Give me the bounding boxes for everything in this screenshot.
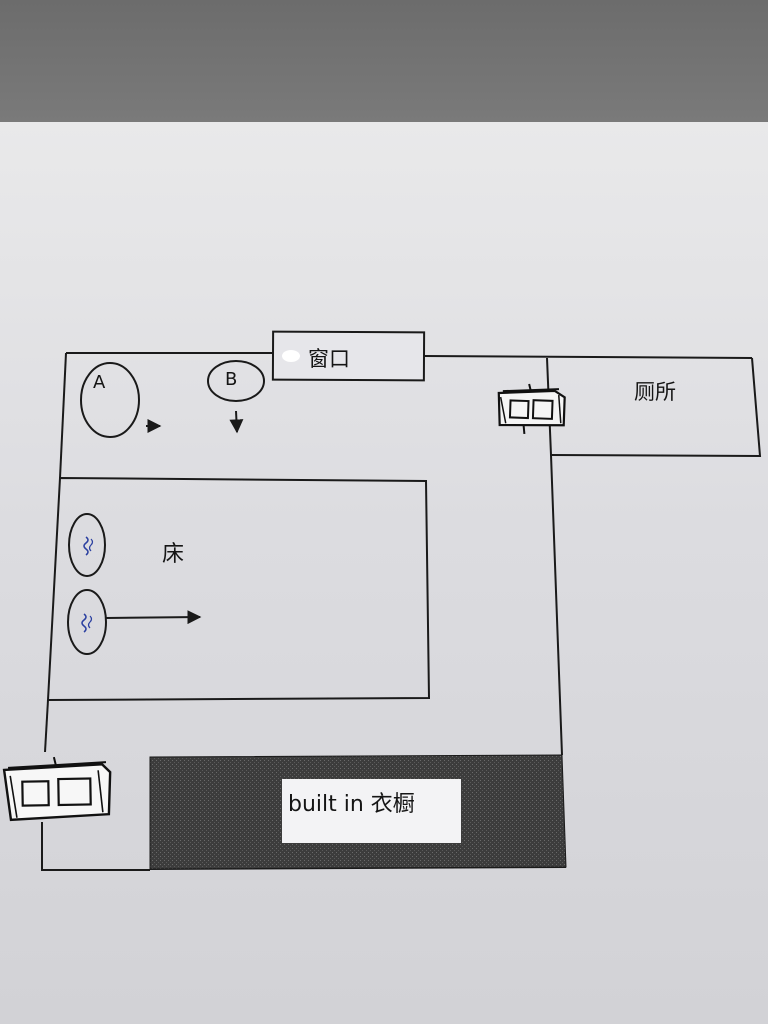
built-in-closet — [149, 754, 567, 870]
arrow-bed — [105, 610, 202, 625]
wall-left-bottom — [41, 822, 150, 871]
arrow-b — [229, 410, 244, 434]
closet-label: built in 衣橱 — [288, 792, 415, 817]
wall-left-upper — [59, 352, 67, 479]
wall-left-lower — [44, 699, 49, 753]
window-box — [271, 330, 426, 382]
toilet-label: 厕所 — [634, 380, 676, 404]
wall-top-right — [423, 355, 753, 359]
paper-sheet — [0, 122, 768, 1024]
pillow-top — [68, 513, 106, 577]
door-icon — [2, 756, 112, 822]
pillow-bottom-mark — [81, 613, 87, 633]
pillow-top-mark — [83, 536, 89, 556]
person-a-label: A — [93, 372, 106, 393]
window-label: 窗口 — [308, 347, 350, 371]
bed-label: 床 — [162, 542, 185, 567]
bed — [46, 476, 431, 702]
pillow-bottom — [67, 589, 107, 655]
toilet-walls — [549, 357, 762, 458]
bed-occupants — [67, 513, 202, 655]
door-icon — [497, 383, 566, 435]
person-b — [207, 360, 265, 434]
toilet-room — [549, 357, 762, 458]
person-a — [80, 362, 162, 438]
person-b-label: B — [225, 369, 238, 390]
closet-label-box — [282, 779, 461, 843]
